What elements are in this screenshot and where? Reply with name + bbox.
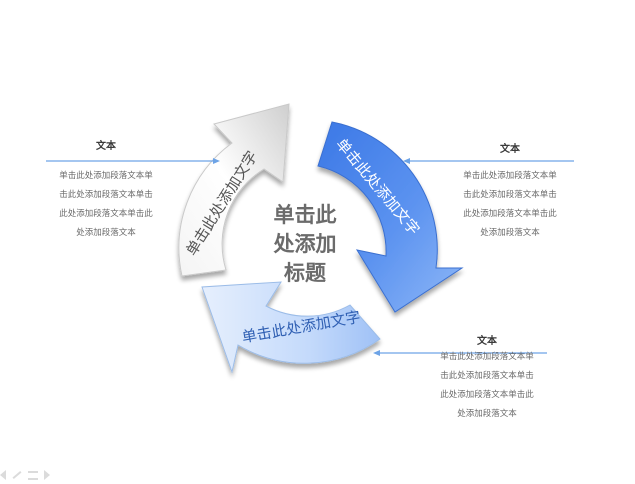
center-title-line-2: 处添加 — [273, 232, 337, 256]
gray-arrow — [178, 103, 290, 277]
left-annotation-body: 单击此处添加段落文本单 击此处添加段落文本单击 此处添加段落文本单击此 处添加段… — [59, 171, 153, 238]
blue-arrow — [317, 121, 464, 313]
left-annotation-title: 文本 — [96, 141, 116, 152]
center-title-line-1: 单击此 — [274, 203, 337, 227]
bottom-annotation-title: 文本 — [477, 336, 497, 347]
right-annotation-title: 文本 — [500, 144, 520, 155]
light-blue-arrow — [201, 281, 381, 374]
center-title: 单击此 处添加 标题 — [273, 203, 337, 285]
bottom-connector-head — [373, 350, 380, 356]
forward-arrow-icon[interactable] — [44, 470, 50, 480]
slide-toolbar — [0, 470, 50, 480]
bottom-annotation-body: 单击此处添加段落文本单 击此处添加段落文本单击 此处添加段落文本单击此 处添加段… — [440, 352, 534, 419]
menu-icon[interactable] — [28, 470, 38, 480]
pen-icon[interactable] — [12, 471, 22, 479]
left-connector-head — [213, 158, 220, 164]
back-arrow-icon[interactable] — [0, 470, 6, 480]
right-annotation-body: 单击此处添加段落文本单 击此处添加段落文本单击 此处添加段落文本单击此 处添加段… — [463, 171, 557, 238]
right-connector-head — [403, 158, 410, 164]
center-title-line-3: 标题 — [284, 261, 327, 285]
